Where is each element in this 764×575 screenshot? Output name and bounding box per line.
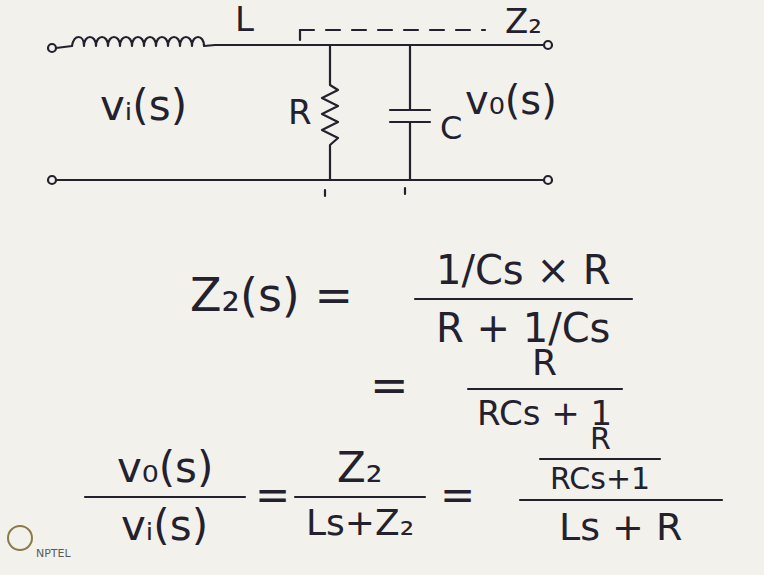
logo-mark <box>8 526 32 550</box>
equation-term: = <box>440 474 475 516</box>
fraction-bar <box>520 499 722 501</box>
bracket <box>300 29 485 31</box>
watermark: NPTEL <box>36 548 71 559</box>
equation-term: = <box>255 474 290 516</box>
equation-term: v₀(s) <box>117 447 213 489</box>
component-label: L <box>235 2 254 36</box>
terminal <box>48 176 56 184</box>
fraction-bar <box>468 388 622 390</box>
fraction-bar <box>295 496 425 498</box>
equation-term: R <box>590 424 611 454</box>
wire <box>215 44 544 46</box>
equation-term: vᵢ(s) <box>121 505 208 547</box>
capacitor-symbol <box>390 45 430 180</box>
component-label: R <box>288 95 312 129</box>
bracket <box>325 188 405 200</box>
terminal <box>544 176 552 184</box>
fraction-bar <box>415 298 632 300</box>
inductor-symbol <box>56 37 215 48</box>
resistor-symbol <box>322 45 338 180</box>
equation-term: RCs+1 <box>550 464 650 494</box>
impedance-label: Z₂ <box>505 4 542 38</box>
bracket <box>299 30 301 40</box>
equation-term: Z₂(s) = <box>190 272 353 318</box>
terminal <box>544 41 552 49</box>
fraction-bar <box>85 496 245 498</box>
equation-term: Ls+Z₂ <box>306 505 414 541</box>
signal-name: vᵢ(s) <box>100 85 187 127</box>
equation-term: R <box>532 345 557 381</box>
signal-name: v₀(s) <box>465 80 557 120</box>
component-label: C <box>440 112 462 144</box>
equation-term: 1/Cs × R <box>436 250 610 290</box>
fraction-bar <box>540 458 660 460</box>
equation-term: Z₂ <box>337 447 383 489</box>
equation-term: R + 1/Cs <box>436 308 610 348</box>
equation-term: = <box>370 362 409 408</box>
terminal <box>48 44 56 52</box>
wire <box>56 179 544 181</box>
equation-term: Ls + R <box>559 508 682 546</box>
